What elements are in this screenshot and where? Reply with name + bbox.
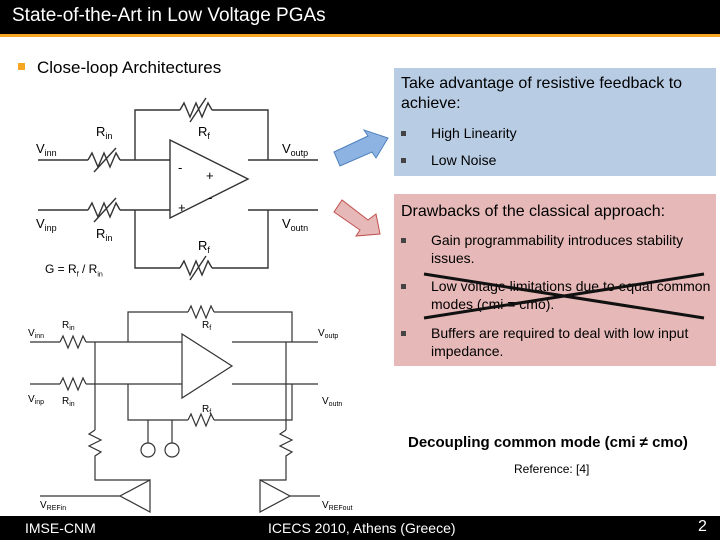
rin-top-resistor (87, 151, 121, 169)
drawback-item-text: Low voltage limitations due to equal com… (431, 278, 711, 312)
rf-bottom-label: Rf (198, 238, 210, 255)
title-underline (0, 34, 720, 37)
opamp-plus-left: + (178, 200, 186, 215)
decoupling-caption: Decoupling common mode (cmi ≠ cmo) (408, 434, 688, 451)
voutn-label: Voutn (282, 216, 308, 233)
bullet-square-icon (401, 284, 406, 289)
drawback-item-text: Buffers are required to deal with low in… (431, 325, 689, 359)
rf-bottom-resistor (179, 259, 213, 277)
bottom-circuit (30, 304, 320, 513)
bottom-opamp (181, 332, 234, 400)
gain-sub-in: in (97, 271, 103, 279)
rf-top-label: Rf (198, 124, 210, 141)
vinn-label: Vinn (36, 141, 57, 158)
rf-top-resistor (179, 101, 213, 119)
gain-sub-f: f (76, 271, 79, 279)
vrefin-label: VREFin (40, 500, 66, 512)
page-number: 2 (698, 518, 707, 535)
advantages-box: Take advantage of resistive feedback to … (394, 68, 716, 176)
opamp-minus-left: - (178, 160, 182, 175)
advantages-heading: Take advantage of resistive feedback to … (401, 75, 683, 112)
main-bullet: Close-loop Architectures (18, 58, 221, 78)
rin-bottom-label: Rin (96, 226, 112, 243)
drawback-item-text: Gain programmability introduces stabilit… (431, 232, 684, 266)
top-circuit (38, 97, 318, 281)
drawbacks-heading: Drawbacks of the classical approach: (401, 203, 666, 220)
vinp-label: Vinp (36, 216, 57, 233)
advantage-item-text: High Linearity (431, 125, 517, 141)
reference-text: Reference: [4] (514, 462, 590, 476)
footer-conference: ICECS 2010, Athens (Greece) (268, 520, 456, 536)
bottom-rf-top-label: Rf (202, 320, 211, 332)
gain-mid: / R (78, 262, 98, 276)
rin-top-label: Rin (96, 124, 112, 141)
arrow-to-advantages (333, 129, 389, 167)
bottom-rin-bottom-label: Rin (62, 396, 75, 408)
voutp-label: Voutp (282, 141, 308, 158)
bottom-vinn-label: Vinn (28, 328, 44, 340)
opamp-minus-right: - (208, 190, 212, 205)
gain-formula: G = Rf / Rin (45, 262, 103, 278)
footer-bar: IMSE-CNM ICECS 2010, Athens (Greece) 2 (0, 516, 720, 540)
vrefout-label: VREFout (322, 500, 352, 512)
bullet-square-icon (18, 63, 25, 71)
footer-institution: IMSE-CNM (25, 520, 96, 536)
bottom-rin-top-label: Rin (62, 320, 75, 332)
bullet-square-icon (401, 238, 406, 243)
slide-title: State-of-the-Art in Low Voltage PGAs (12, 5, 326, 26)
bottom-vinp-label: Vinp (28, 394, 44, 406)
gain-prefix: G = R (45, 262, 77, 276)
bottom-rf-bottom-label: Rf (202, 404, 211, 416)
bottom-voutp-label: Voutp (318, 328, 338, 340)
bullet-square-icon (401, 131, 406, 136)
bullet-square-icon (401, 158, 406, 163)
drawbacks-box: Drawbacks of the classical approach: Gai… (394, 194, 716, 366)
advantage-item-text: Low Noise (431, 152, 497, 168)
top-opamp (169, 138, 250, 220)
title-bar: State-of-the-Art in Low Voltage PGAs (0, 0, 720, 34)
rin-bottom-resistor (87, 201, 121, 219)
opamp-plus-right: + (206, 168, 214, 183)
bottom-voutn-label: Voutn (322, 396, 342, 408)
arrow-to-drawbacks (333, 199, 381, 237)
main-bullet-text: Close-loop Architectures (37, 58, 222, 77)
bullet-square-icon (401, 331, 406, 336)
